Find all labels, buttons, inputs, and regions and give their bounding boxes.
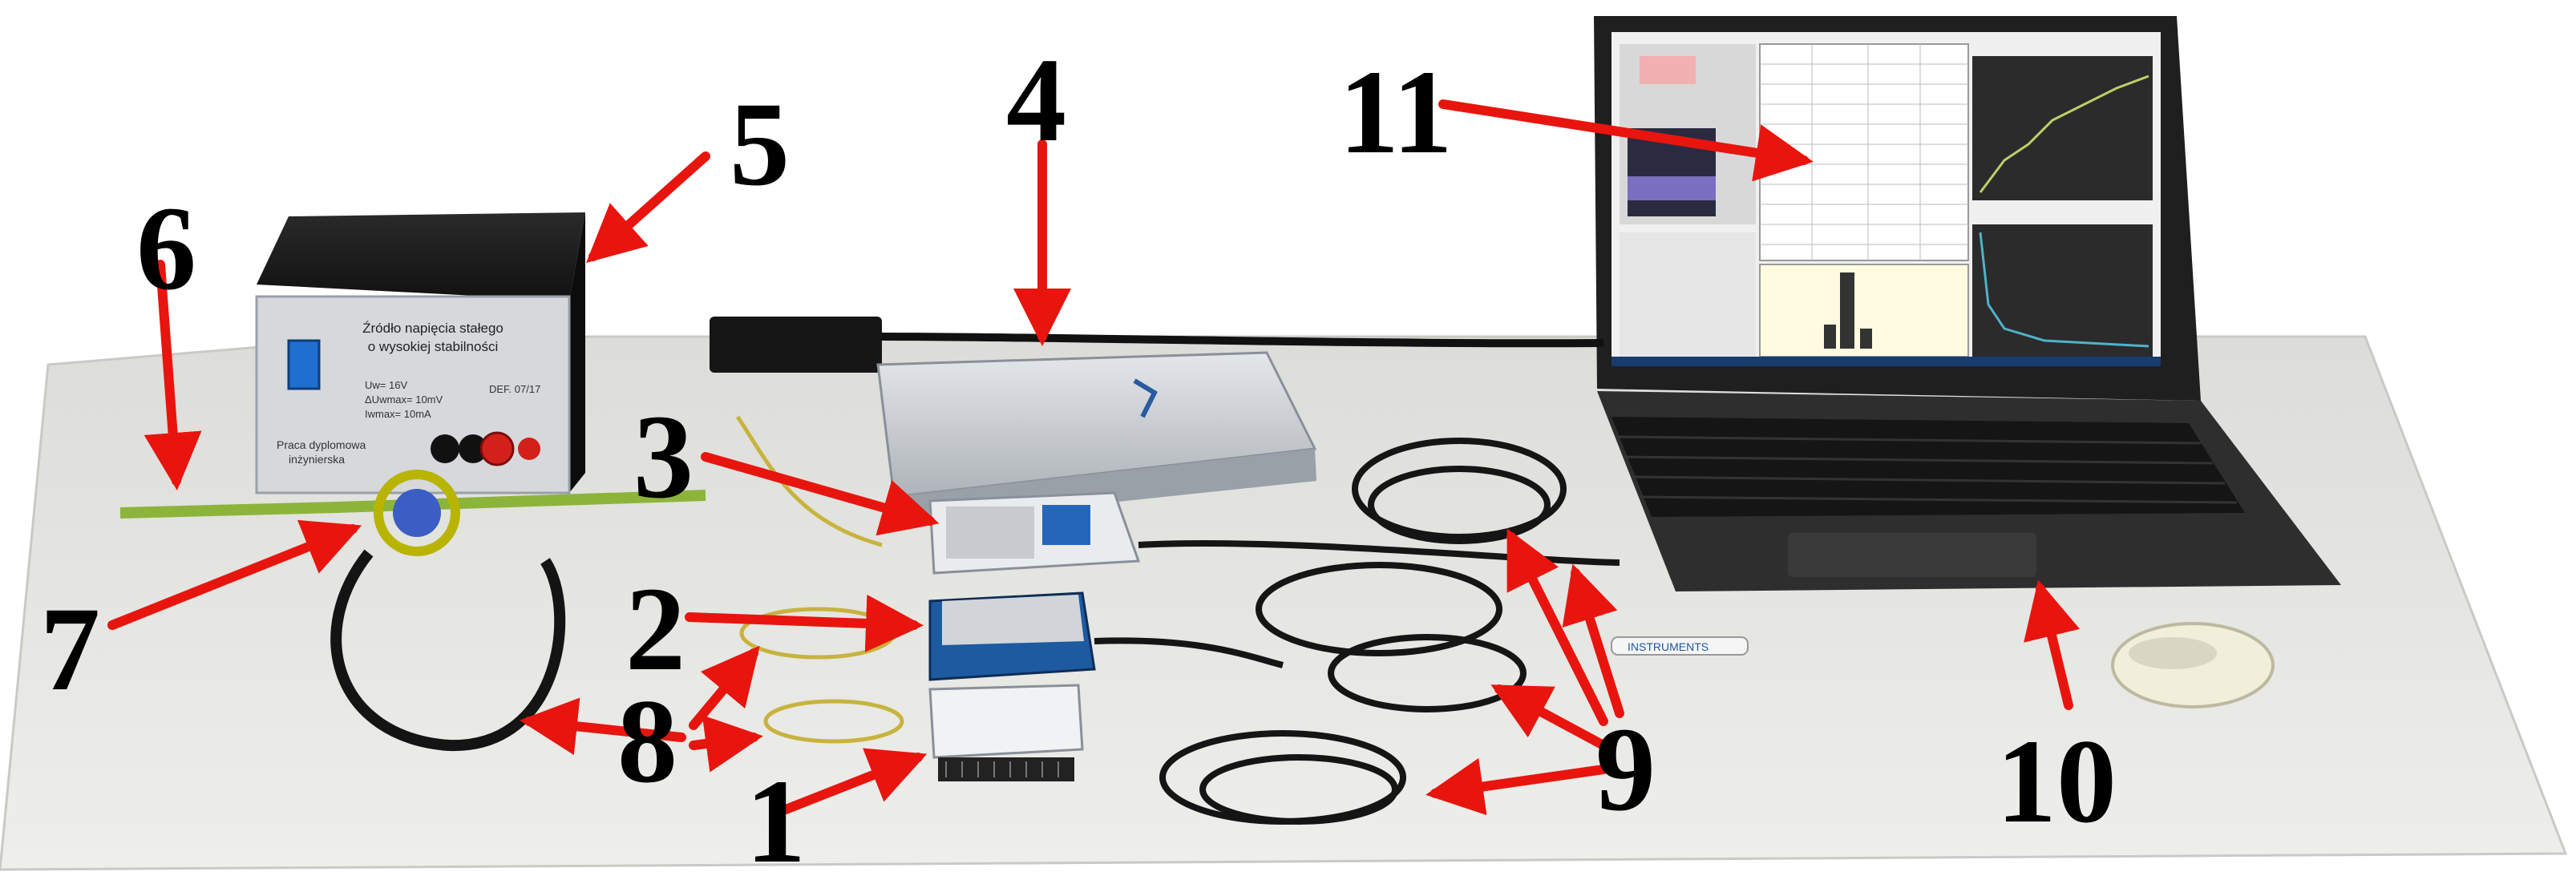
arrow-9d: [1562, 563, 1624, 718]
arrow-9c: [1506, 528, 1608, 726]
arrow-7: [107, 519, 362, 630]
callout-2: 2: [625, 563, 685, 696]
arrow-9a: [1425, 757, 1608, 816]
daq-device-2: [928, 591, 1096, 681]
callout-8: 8: [617, 675, 677, 808]
psu-title-line2: o wysokiej stabilności: [368, 339, 499, 354]
laptop: [1594, 16, 2341, 591]
arrow-3: [701, 452, 940, 536]
laptop-touchpad: [1788, 533, 2036, 577]
daq-device-3: [928, 491, 1141, 575]
psu-spec2: ΔUwmax= 10mV: [365, 394, 443, 406]
arrow-5: [586, 151, 710, 263]
psu-spec3: Iwmax= 10mA: [365, 408, 431, 420]
pen-brand: INSTRUMENTS: [1628, 640, 1709, 653]
arrow-8a: [520, 697, 686, 756]
psu-label-eng: inżynierska: [289, 453, 345, 466]
callout-5: 5: [730, 78, 790, 211]
psu-spec4: DEF. 07/17: [489, 383, 540, 395]
arrow-9b: [1490, 684, 1608, 750]
callout-11: 11: [1339, 46, 1453, 179]
callout-arrows: [107, 99, 2081, 816]
psu-label-project: Praca dyplomowa: [277, 438, 366, 451]
arrow-1: [781, 748, 928, 814]
arrow-6: [144, 260, 202, 490]
callout-7: 7: [40, 583, 100, 716]
arrow-8c: [689, 715, 763, 773]
usb-cables-9: [1094, 438, 1620, 825]
callout-10: 10: [1996, 715, 2117, 848]
callout-9: 9: [1595, 703, 1656, 836]
callout-4: 4: [1006, 34, 1066, 167]
callout-1: 1: [746, 755, 806, 888]
arrow-11: [1438, 99, 1814, 182]
arrow-2: [685, 594, 924, 652]
cable-6: [119, 490, 706, 519]
arrow-8b: [689, 645, 760, 730]
power-supply: Źródło napięcia stałego o wysokiej stabi…: [255, 212, 585, 494]
callout-6: 6: [136, 182, 196, 315]
mouse: [2111, 622, 2275, 708]
psu-title-line1: Źródło napięcia stałego: [362, 321, 503, 336]
psu-spec1: Uw= 16V: [365, 379, 407, 391]
arrow-10: [2024, 579, 2081, 710]
pen: INSTRUMENTS: [1611, 636, 1749, 656]
callout-3: 3: [633, 390, 694, 523]
current-sensor-7: [330, 470, 566, 752]
power-adapter: [710, 317, 1604, 373]
daq-device-1: [928, 684, 1084, 781]
